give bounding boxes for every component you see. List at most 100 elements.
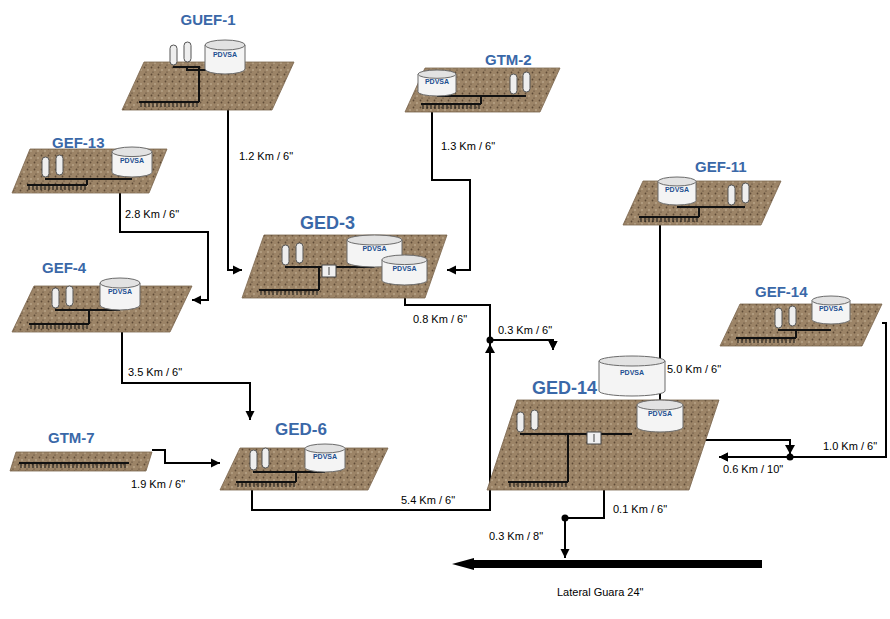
gravel-pad bbox=[720, 304, 882, 346]
storage-tank bbox=[418, 70, 456, 96]
tank-roof bbox=[637, 400, 683, 410]
pipe-spec: 5.0 Km / 6" bbox=[666, 363, 722, 376]
separator bbox=[262, 448, 269, 468]
arrow-head bbox=[211, 459, 220, 468]
gravel-pad bbox=[220, 448, 388, 490]
well-line bbox=[266, 482, 267, 487]
process-pipe bbox=[173, 67, 199, 102]
well-line bbox=[161, 102, 162, 107]
well-line bbox=[49, 463, 50, 468]
arrow-head bbox=[719, 453, 728, 462]
process-pipe bbox=[55, 310, 89, 324]
pipe-spec: 5.4 Km / 6" bbox=[400, 494, 456, 507]
storage-tank bbox=[382, 255, 427, 285]
well-line bbox=[431, 104, 432, 109]
well-line bbox=[81, 463, 82, 468]
well-line bbox=[246, 482, 247, 487]
well-line bbox=[53, 463, 54, 468]
gravel-pad bbox=[405, 68, 560, 112]
station-name: GUEF-1 bbox=[180, 10, 235, 30]
well-line bbox=[83, 324, 84, 329]
well-line bbox=[77, 463, 78, 468]
well-line bbox=[510, 482, 511, 487]
tank-roof bbox=[112, 147, 152, 157]
well-line bbox=[782, 338, 783, 343]
well-line bbox=[790, 338, 791, 343]
process-pipe bbox=[778, 330, 796, 338]
well-line bbox=[47, 324, 48, 329]
station-name: GED-3 bbox=[300, 213, 355, 233]
separator bbox=[282, 245, 289, 265]
pipe-spec: 0.8 Km / 6" bbox=[412, 313, 468, 326]
well-line bbox=[39, 324, 40, 329]
separator bbox=[789, 306, 796, 326]
station-pad: GEF-13PDVSA bbox=[12, 133, 167, 193]
tank-logo: PDVSA bbox=[658, 186, 696, 194]
station-name: GEF-13 bbox=[52, 133, 105, 153]
well-line bbox=[181, 102, 182, 107]
trunk-line bbox=[472, 560, 762, 568]
separator bbox=[296, 243, 303, 263]
well-line bbox=[770, 338, 771, 343]
tank-logo: PDVSA bbox=[637, 410, 683, 418]
well-line bbox=[31, 324, 32, 329]
separator bbox=[523, 72, 530, 92]
well-line bbox=[661, 217, 662, 222]
pump-mark bbox=[329, 267, 330, 275]
well-line bbox=[677, 217, 678, 222]
well-line bbox=[534, 482, 535, 487]
well-line bbox=[57, 463, 58, 468]
gravel-pad bbox=[487, 400, 719, 490]
pipe-spec: 1.3 Km / 6" bbox=[440, 140, 496, 153]
well-line bbox=[645, 217, 646, 222]
tank-logo: PDVSA bbox=[382, 265, 427, 273]
well-line bbox=[65, 185, 66, 190]
well-line bbox=[125, 463, 126, 468]
station-name: GED-6 bbox=[275, 420, 327, 440]
well-line bbox=[657, 217, 658, 222]
well-line bbox=[435, 104, 436, 109]
tank-logo: PDVSA bbox=[305, 453, 345, 461]
separator bbox=[184, 42, 191, 62]
separator bbox=[728, 185, 735, 205]
process-pipe bbox=[520, 434, 568, 482]
process-pipe bbox=[253, 472, 296, 482]
well-line bbox=[293, 290, 294, 295]
pipeline bbox=[405, 298, 558, 350]
station-pad: GEF-11PDVSA bbox=[623, 157, 781, 225]
well-line bbox=[538, 482, 539, 487]
well-line bbox=[242, 482, 243, 487]
well-line bbox=[61, 463, 62, 468]
well-line bbox=[286, 482, 287, 487]
pipe-line bbox=[228, 110, 242, 270]
well-line bbox=[85, 185, 86, 190]
well-line bbox=[750, 338, 751, 343]
well-line bbox=[261, 290, 262, 295]
well-line bbox=[189, 102, 190, 107]
tank-logo: PDVSA bbox=[418, 78, 456, 86]
well-line bbox=[786, 338, 787, 343]
well-line bbox=[738, 338, 739, 343]
well-line bbox=[566, 482, 567, 487]
well-line bbox=[281, 290, 282, 295]
well-line bbox=[447, 104, 448, 109]
well-line bbox=[459, 104, 460, 109]
storage-tank bbox=[658, 177, 696, 205]
well-line bbox=[294, 482, 295, 487]
well-line bbox=[173, 102, 174, 107]
well-line bbox=[79, 324, 80, 329]
tank-roof bbox=[599, 356, 665, 366]
well-line bbox=[673, 217, 674, 222]
separator bbox=[170, 45, 177, 65]
well-line bbox=[290, 482, 291, 487]
well-line bbox=[542, 482, 543, 487]
tank-roof bbox=[418, 70, 456, 78]
tank-roof bbox=[658, 177, 696, 186]
well-line bbox=[55, 324, 56, 329]
tank-logo: PDVSA bbox=[347, 245, 402, 253]
storage-tank bbox=[112, 147, 152, 177]
well-line bbox=[685, 217, 686, 222]
well-line bbox=[89, 463, 90, 468]
well-line bbox=[550, 482, 551, 487]
